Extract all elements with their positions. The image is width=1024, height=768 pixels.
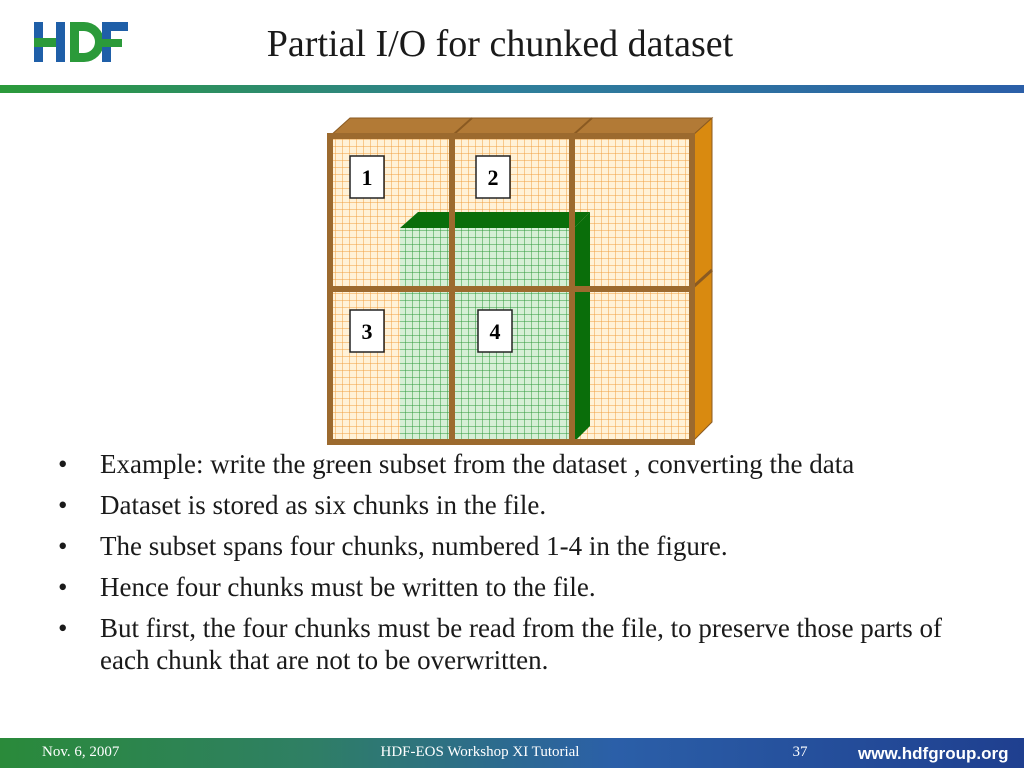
page-number: 37	[792, 744, 808, 760]
chunk-label-4-text: 4	[490, 319, 501, 344]
footer-event: HDF-EOS Workshop XI Tutorial	[380, 744, 580, 760]
chunk-label-3-text: 3	[362, 319, 373, 344]
chunk-label-2-text: 2	[488, 165, 499, 190]
bullet-item: • Dataset is stored as six chunks in the …	[58, 489, 978, 521]
bullet-text: The subset spans four chunks, numbered 1…	[100, 531, 728, 561]
chunk-label-1: 1	[349, 155, 385, 199]
bullet-item: • Hence four chunks must be written to th…	[58, 571, 978, 603]
footer-url: www.hdfgroup.org	[858, 744, 1009, 763]
bullet-dot: •	[58, 531, 68, 561]
bullet-dot: •	[58, 490, 68, 520]
hdf-logo-icon	[34, 22, 128, 62]
bullet-text: Hence four chunks must be written to the…	[100, 572, 596, 602]
subset-top-face	[400, 212, 590, 228]
bullet-item: • Example: write the green subset from th…	[58, 448, 978, 480]
chunk-label-3: 3	[349, 309, 385, 353]
footer-date: Nov. 6, 2007	[42, 744, 120, 760]
bullet-item: • The subset spans four chunks, numbered …	[58, 530, 978, 562]
bullet-item: • But first, the four chunks must be read…	[58, 612, 978, 676]
chunk-label-2: 2	[475, 155, 511, 199]
bullet-list: • Example: write the green subset from th…	[58, 448, 978, 685]
bullet-text: Dataset is stored as six chunks in the f…	[100, 490, 547, 520]
footer-bar: Nov. 6, 2007 HDF-EOS Workshop XI Tutoria…	[0, 738, 1024, 768]
title-divider	[0, 85, 1024, 93]
bullet-text: But first, the four chunks must be read …	[100, 613, 943, 675]
chunk-label-1-text: 1	[362, 165, 373, 190]
bullet-dot: •	[58, 613, 68, 643]
bullet-dot: •	[58, 449, 68, 479]
subset-side-face	[574, 212, 590, 442]
chunked-dataset-diagram: 1 2 3 4	[327, 116, 714, 445]
page-title: Partial I/O for chunked dataset	[266, 23, 734, 65]
chunk-label-4: 4	[477, 309, 513, 353]
bullet-dot: •	[58, 572, 68, 602]
bullet-text: Example: write the green subset from the…	[100, 449, 855, 479]
